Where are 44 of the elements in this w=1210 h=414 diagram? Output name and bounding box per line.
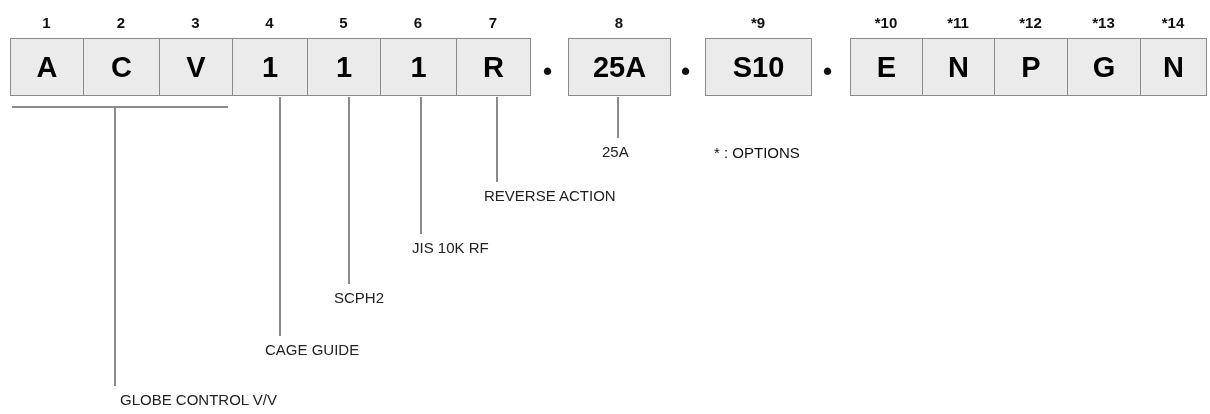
code-cell: N (1140, 38, 1207, 96)
code-description: JIS 10K RF (412, 240, 489, 255)
bracket-leader-line (11, 106, 229, 387)
code-description: GLOBE CONTROL V/V (120, 392, 277, 407)
separator-dot: • (543, 56, 553, 87)
code-cell: 25A (568, 38, 671, 96)
code-cell: A (10, 38, 84, 96)
code-cell: 1 (307, 38, 381, 96)
position-number: 2 (116, 15, 126, 30)
leader-line (496, 96, 498, 183)
separator-dot: • (681, 56, 691, 87)
code-cell: E (850, 38, 923, 96)
position-number: *13 (1092, 15, 1115, 30)
code-cell: 1 (232, 38, 308, 96)
code-description: CAGE GUIDE (265, 342, 360, 357)
code-cell: V (159, 38, 233, 96)
code-description: 25A (602, 144, 629, 159)
position-number: 8 (614, 15, 624, 30)
separator-dot: • (823, 56, 833, 87)
code-cell: 1 (380, 38, 457, 96)
position-number: *14 (1161, 15, 1185, 30)
position-number: 4 (265, 15, 274, 30)
code-cell: G (1067, 38, 1141, 96)
leader-line (420, 96, 422, 235)
position-number: *11 (947, 15, 969, 30)
position-number: 5 (339, 15, 348, 30)
code-cell: S10 (705, 38, 812, 96)
leader-line (279, 96, 281, 337)
options-note: * : OPTIONS (714, 144, 800, 161)
position-number: 3 (191, 15, 200, 30)
code-cell: N (922, 38, 995, 96)
code-cell: R (456, 38, 531, 96)
code-description: SCPH2 (334, 290, 385, 305)
leader-line (617, 96, 619, 139)
leader-line (348, 96, 350, 285)
position-number: 6 (413, 15, 423, 30)
code-cell: C (83, 38, 160, 96)
position-number: *9 (750, 15, 766, 30)
code-cell: P (994, 38, 1068, 96)
position-number: *10 (874, 15, 898, 30)
position-number: *12 (1019, 15, 1042, 30)
code-description: REVERSE ACTION (484, 188, 616, 203)
position-number: 1 (42, 15, 51, 30)
position-number: 7 (488, 15, 498, 30)
